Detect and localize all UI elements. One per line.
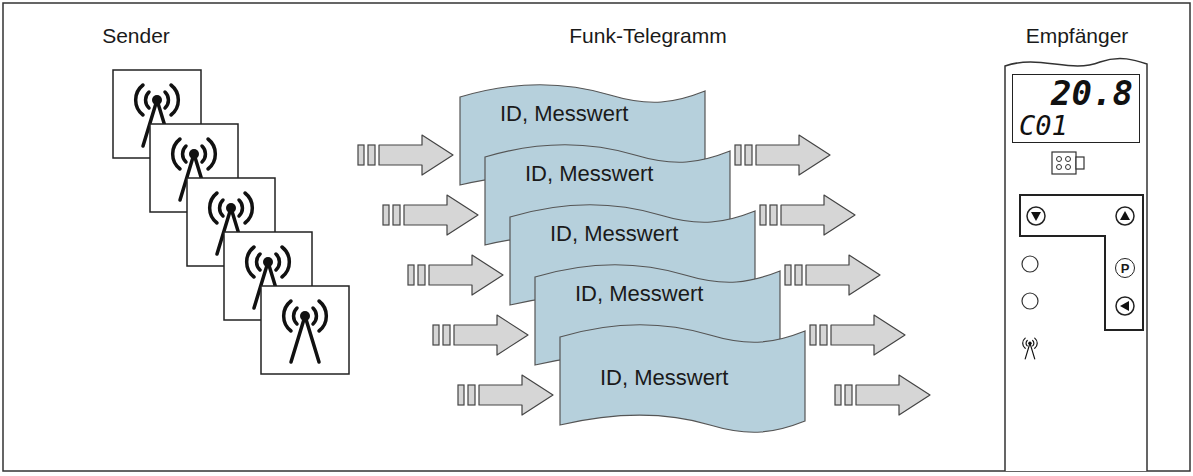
block-arrow <box>735 135 830 175</box>
button-letter: P <box>1121 262 1130 275</box>
left-button <box>1116 297 1134 315</box>
block-arrow <box>458 375 553 415</box>
block-arrow <box>835 375 930 415</box>
display-value: 20.8 <box>1019 76 1133 112</box>
block-arrow <box>358 135 453 175</box>
sheet-shape <box>560 325 805 433</box>
block-arrow <box>785 255 880 295</box>
block-arrow <box>433 315 528 355</box>
block-arrow <box>810 315 905 355</box>
lcd-display: 20.8C01 <box>1012 74 1140 143</box>
keypad-outline <box>1020 195 1143 330</box>
block-arrow <box>760 195 855 235</box>
radio-symbol <box>1023 338 1038 359</box>
telegram-text: ID, Messwert <box>550 221 678 247</box>
column-heading: Empfänger <box>1026 24 1129 48</box>
program-button: P <box>1115 258 1135 278</box>
up-button <box>1116 207 1134 225</box>
telegram-text: ID, Messwert <box>600 365 728 391</box>
connector-symbol <box>1052 152 1084 174</box>
status-led <box>1022 256 1038 272</box>
telegram-text: ID, Messwert <box>525 161 653 187</box>
block-arrow <box>383 195 478 235</box>
down-button <box>1027 207 1045 225</box>
column-heading: Funk-Telegramm <box>569 24 727 48</box>
frame <box>3 3 1190 471</box>
block-arrow <box>408 255 503 295</box>
telegram-sheet: ID, Messwert <box>560 325 805 435</box>
telegram-text: ID, Messwert <box>500 101 628 127</box>
telegram-text: ID, Messwert <box>575 281 703 307</box>
display-channel: C01 <box>1019 112 1133 140</box>
sender-icon <box>261 286 349 374</box>
status-led <box>1022 293 1038 309</box>
column-heading: Sender <box>102 24 170 48</box>
receiver-housing <box>1005 58 1147 471</box>
